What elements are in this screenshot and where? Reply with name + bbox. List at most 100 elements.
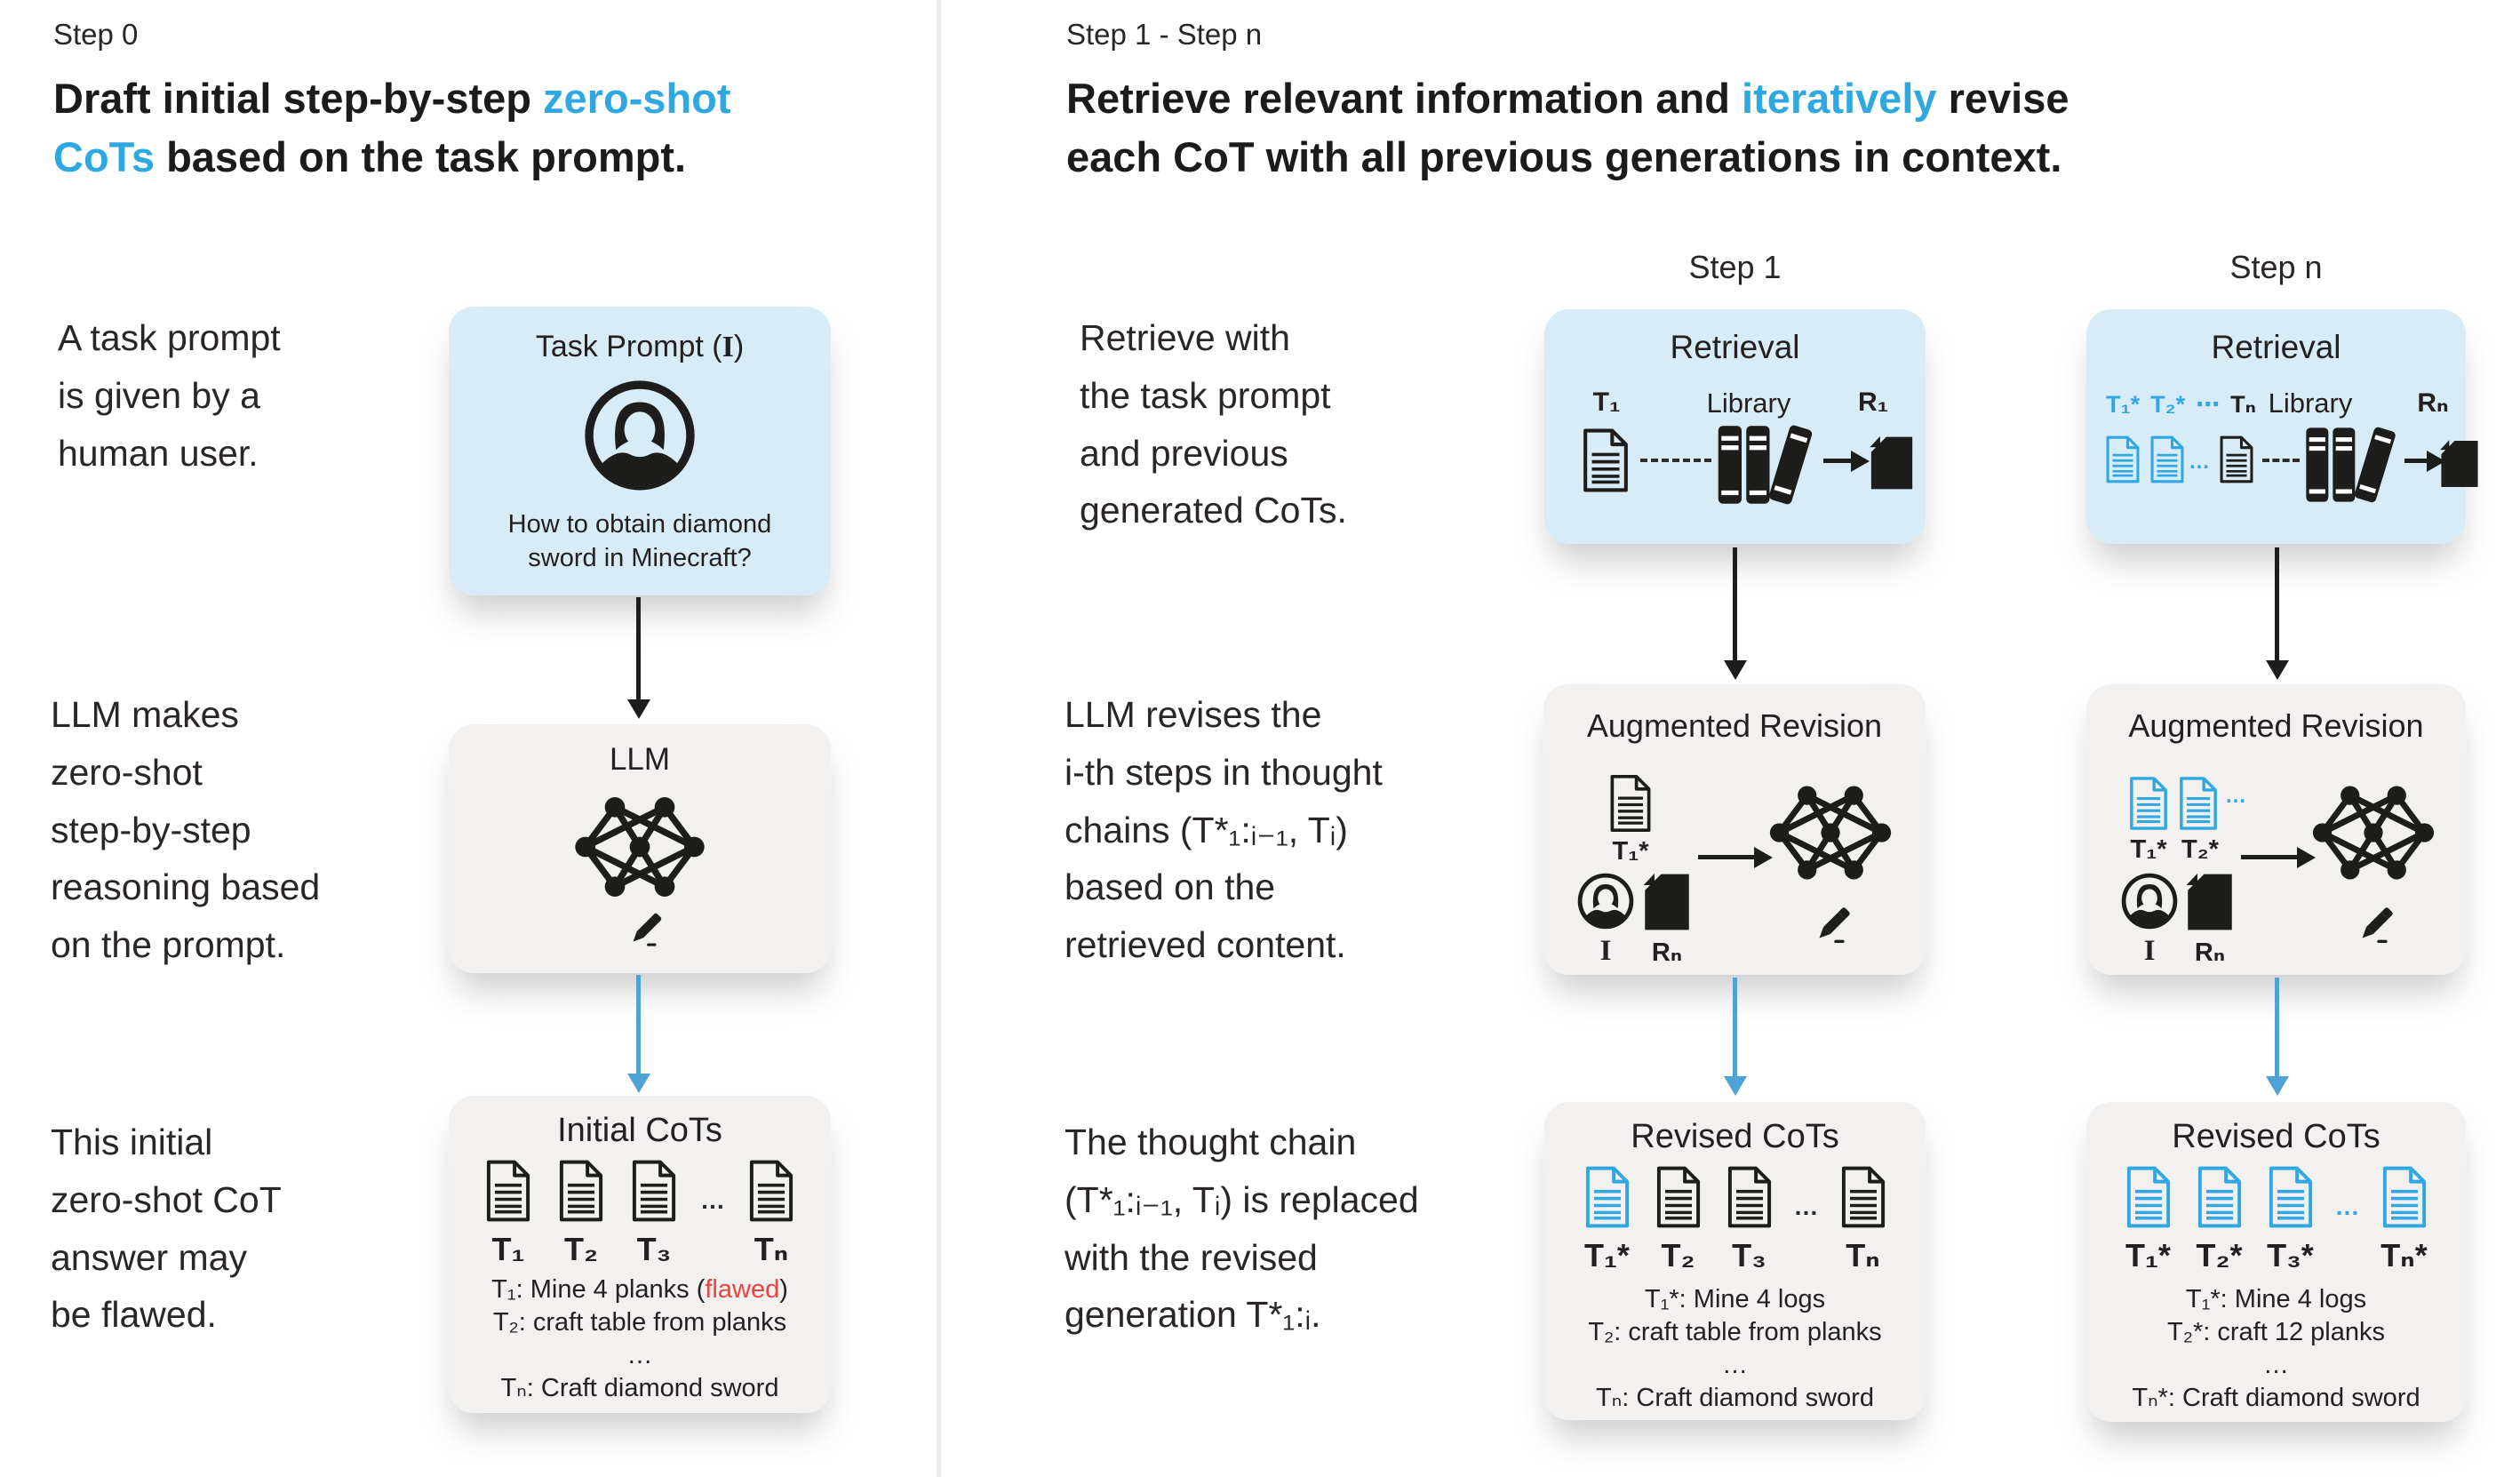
library-books-icon — [1715, 421, 1818, 508]
thought-labels: T₁* T₂* ⋯ Tₙ — [2106, 391, 2256, 419]
doc-stack-t3: T₃ — [627, 1158, 681, 1268]
neural-network-icon — [2307, 778, 2440, 887]
library-label: Library — [2268, 387, 2353, 419]
retrieval-title: Retrieval — [1670, 329, 1800, 365]
instruction-label: I — [1599, 935, 1612, 967]
doc-stack-t3-star: T₃* — [2264, 1164, 2317, 1274]
document-icon — [1652, 1164, 1705, 1230]
step1n-title: Retrieve relevant information and iterat… — [1066, 69, 2399, 187]
t1-star-label: T₁* — [1612, 837, 1649, 866]
document-icon — [1837, 1164, 1890, 1230]
note-flawed: This initial zero-shot CoT answer may be… — [51, 1122, 282, 1336]
column-header-stepn: Step n — [2229, 249, 2323, 285]
doc-stack-t3: T₃ — [1723, 1164, 1776, 1274]
document-icon — [554, 1158, 608, 1224]
step1n-title-post: revise — [1936, 75, 2069, 122]
doc-label: T₁* — [2125, 1237, 2171, 1273]
doc-label: T₁ — [491, 1231, 525, 1267]
revised-cots-title: Revised CoTs — [2172, 1118, 2380, 1155]
step1n-title-highlight: iteratively — [1742, 75, 1937, 122]
library-books-icon — [2303, 423, 2401, 507]
revised-cots-box-step1: Revised CoTs T₁* T₂ T₃ … Tₙ T₁*: Mine 4 … — [1544, 1102, 1926, 1420]
augmented-revision-title: Augmented Revision — [1586, 707, 1883, 744]
revised-cots-title: Revised CoTs — [1631, 1118, 1839, 1155]
task-prompt-question: How to obtain diamond sword in Minecraft… — [507, 510, 772, 573]
arrow-library-to-result — [2404, 459, 2428, 463]
retrieved-document-icon — [2184, 873, 2236, 931]
task-prompt-title: Task Prompt (I) — [449, 330, 831, 364]
document-icon — [1578, 427, 1633, 494]
cot-line-1: T₁: Mine 4 planks (flawed) — [449, 1273, 831, 1306]
cot-line-2: T₂: craft table from planks — [492, 1308, 787, 1337]
note-task-prompt: A task prompt is given by a human user. — [58, 317, 281, 474]
rn-label: Rₙ — [2417, 388, 2449, 418]
instruction-label: I — [2143, 935, 2156, 967]
initial-cots-doc-row: T₁ T₂ T₃ … Tₙ — [449, 1158, 831, 1268]
ellipsis-dots: … — [2334, 1193, 2360, 1220]
doc-stack-t2: T₂ — [1652, 1164, 1705, 1274]
augmented-revision-box-stepn: Augmented Revision … T₁* T₂* I Rₙ — [2086, 684, 2466, 975]
document-icon — [2216, 434, 2257, 485]
document-icon — [2122, 1164, 2175, 1230]
cot-line-n: Tₙ*: Craft diamond sword — [2132, 1384, 2420, 1412]
doc-label: T₁* — [1584, 1237, 1630, 1273]
user-avatar-icon — [2119, 871, 2180, 931]
pencil-icon — [621, 907, 667, 954]
step0-title-pre: Draft initial step-by-step — [53, 75, 544, 122]
document-icon — [2147, 434, 2188, 485]
ellipsis-dots: … — [2189, 450, 2210, 474]
t2-star-label: T₂* — [2181, 835, 2219, 864]
t1-label: T₁ — [1592, 387, 1621, 417]
task-prompt-title-I: I — [722, 331, 734, 363]
retrieved-document-icon — [2438, 439, 2481, 489]
step0-label: Step 0 — [53, 18, 139, 51]
cot-line-1: T₁*: Mine 4 logs — [1644, 1285, 1826, 1313]
doc-stack-tn: Tₙ — [1837, 1164, 1890, 1274]
cot-line-2: T₂*: craft 12 planks — [2167, 1318, 2385, 1346]
column-header-step1: Step 1 — [1688, 249, 1782, 285]
revised-cots-doc-row: T₁* T₂* T₃* … Tₙ* — [2086, 1164, 2466, 1274]
user-avatar-icon — [580, 376, 699, 495]
tn-label: Tₙ — [2230, 391, 2256, 418]
doc-label: T₂ — [564, 1231, 598, 1267]
doc-label: T₂* — [2196, 1237, 2243, 1273]
note-llm-zeroshot: LLM makes zero-shot step-by-step reasoni… — [51, 694, 321, 966]
arrow-revision-to-revised-step1 — [1733, 978, 1737, 1077]
library-label: Library — [1706, 387, 1791, 419]
arrow-revision-to-revised-stepn — [2275, 978, 2279, 1077]
document-icon — [745, 1158, 798, 1224]
cot-line-2: T₂: craft table from planks — [1588, 1318, 1882, 1346]
initial-cots-box: Initial CoTs T₁ T₂ T₃ … Tₙ T₁: Mine 4 pl… — [449, 1096, 831, 1413]
step1n-title-pre: Retrieve relevant information and — [1066, 75, 1742, 122]
revised-cots-box-stepn: Revised CoTs T₁* T₂* T₃* … Tₙ* T₁*: Mine… — [2086, 1102, 2466, 1422]
dashed-connector — [2262, 459, 2300, 462]
doc-label: T₃ — [636, 1231, 672, 1267]
t2-star-label: T₂* — [2150, 391, 2186, 418]
t1-star-label: T₁* — [2106, 391, 2141, 418]
neural-network-icon — [569, 788, 711, 906]
cot-line-1: T₁*: Mine 4 logs — [2185, 1285, 2367, 1313]
document-icon — [2378, 1164, 2431, 1230]
rn-label: Rₙ — [2194, 938, 2226, 967]
cot-line-dots: … — [626, 1341, 653, 1369]
arrow-inputs-to-llm — [1698, 855, 1755, 859]
initial-cots-lines: T₁: Mine 4 planks (flawed) T₂: craft tab… — [449, 1273, 831, 1405]
ellipsis-dots: … — [2225, 784, 2246, 808]
task-prompt-title-post: ) — [733, 330, 745, 363]
document-icon — [627, 1158, 681, 1224]
retrieved-document-icon — [1641, 873, 1693, 931]
neural-network-icon — [1764, 778, 1897, 887]
section-divider — [937, 0, 941, 1477]
doc-label: T₂ — [1661, 1237, 1695, 1273]
arrow-task-to-llm — [636, 597, 641, 700]
document-icon — [2175, 775, 2221, 832]
doc-stack-tn: Tₙ — [745, 1158, 798, 1268]
step1n-label: Step 1 - Step n — [1066, 18, 1263, 51]
augmented-revision-title: Augmented Revision — [2128, 707, 2424, 744]
doc-label: Tₙ* — [2380, 1237, 2428, 1273]
cot-line-1-post: ) — [779, 1275, 788, 1304]
revised-cots-lines: T₁*: Mine 4 logs T₂: craft table from pl… — [1544, 1283, 1926, 1415]
revised-cots-lines: T₁*: Mine 4 logs T₂*: craft 12 planks … … — [2086, 1283, 2466, 1415]
dashed-connector — [1640, 459, 1711, 462]
